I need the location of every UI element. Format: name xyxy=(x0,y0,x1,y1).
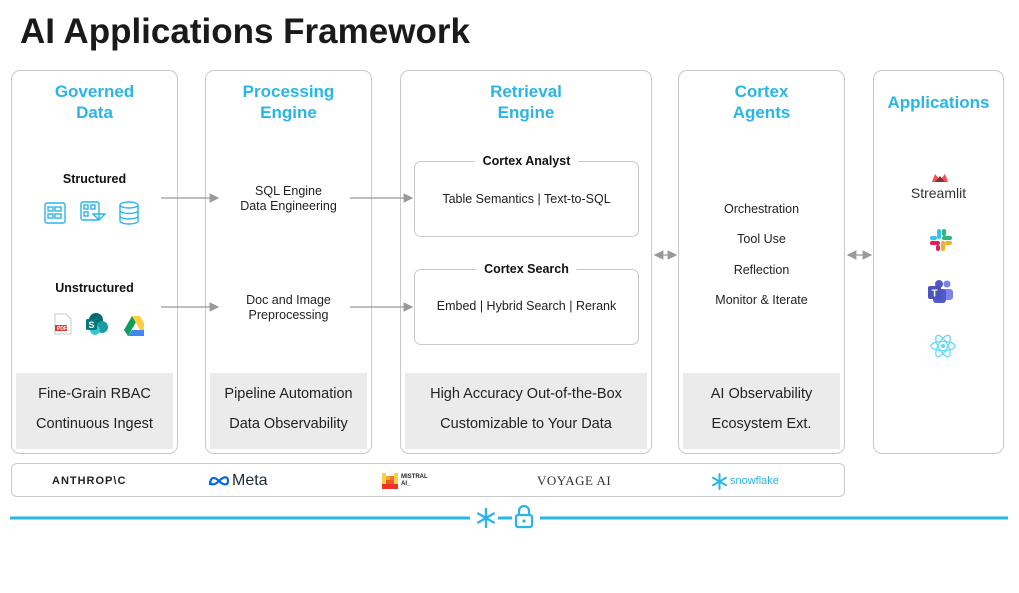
footer-customizable: Customizable to Your Data xyxy=(440,416,612,432)
streamlit-label: Streamlit xyxy=(910,185,967,201)
streamlit-icon xyxy=(930,171,950,189)
sql-engine-text: SQL Engine Data Engineering xyxy=(240,184,337,213)
svg-text:T: T xyxy=(932,289,938,300)
agent-item: Tool Use xyxy=(737,232,786,246)
teams-icon: T xyxy=(927,279,955,310)
agent-item: Reflection xyxy=(733,263,790,277)
slack-icon xyxy=(928,227,954,258)
footer-accuracy: High Accuracy Out-of-the-Box xyxy=(430,386,622,402)
pdf-icon: PDF xyxy=(54,313,72,335)
lock-icon xyxy=(514,504,534,529)
page-title: AI Applications Framework xyxy=(20,12,470,51)
cortex-agents-column: Cortex Agents Orchestration Tool Use Ref… xyxy=(678,70,845,454)
governed-data-footer: Fine-Grain RBAC Continuous Ingest xyxy=(16,373,173,449)
svg-text:S: S xyxy=(89,320,95,330)
meta-logo: Meta xyxy=(208,464,268,498)
cortex-agents-footer: AI Observability Ecosystem Ext. xyxy=(683,373,840,449)
governed-data-title: Governed Data xyxy=(54,82,135,122)
footer-rbac: Fine-Grain RBAC xyxy=(38,386,151,402)
snowflake-icon xyxy=(476,507,496,529)
retrieval-engine-title: Retrieval Engine xyxy=(490,82,562,122)
meta-icon xyxy=(208,476,230,486)
bottom-security-line xyxy=(10,504,1008,529)
footer-pipeline: Pipeline Automation xyxy=(224,386,353,402)
cortex-search-box: Cortex Search Embed | Hybrid Search | Re… xyxy=(414,262,639,345)
agent-item: Orchestration xyxy=(723,202,800,216)
cortex-analyst-title: Cortex Analyst xyxy=(474,154,579,168)
unstructured-label: Unstructured xyxy=(55,281,134,295)
table-icon xyxy=(44,202,66,224)
agent-item: Monitor & Iterate xyxy=(715,293,808,307)
cortex-analyst-box: Cortex Analyst Table Semantics | Text-to… xyxy=(414,154,639,237)
grid-transform-icon xyxy=(80,201,107,221)
snowflake-icon xyxy=(712,472,727,490)
snowflake-logo: snowflake xyxy=(711,464,779,498)
mistral-logo: MISTRAL AI_ xyxy=(382,464,433,498)
svg-text:PDF: PDF xyxy=(57,326,67,332)
footer-observability: Data Observability xyxy=(229,416,348,432)
footer-ecosystem: Ecosystem Ext. xyxy=(711,416,812,432)
partners-strip: ANTHROP\C Meta MISTRAL AI_ VOYAGE AI sno xyxy=(11,463,845,497)
unstructured-icons: PDF S xyxy=(52,312,148,336)
applications-column: Applications Streamlit T xyxy=(873,70,1004,454)
mistral-icon xyxy=(382,473,398,489)
voyage-logo: VOYAGE AI xyxy=(537,473,612,488)
cortex-analyst-text: Table Semantics | Text-to-SQL xyxy=(442,192,611,206)
processing-engine-footer: Pipeline Automation Data Observability xyxy=(210,373,367,449)
structured-label: Structured xyxy=(62,172,127,186)
processing-engine-column: Processing Engine SQL Engine Data Engine… xyxy=(205,70,372,454)
retrieval-engine-column: Retrieval Engine Cortex Analyst Table Se… xyxy=(400,70,652,454)
cortex-agents-title: Cortex Agents xyxy=(732,82,791,122)
footer-ingest: Continuous Ingest xyxy=(36,416,153,432)
applications-title: Applications xyxy=(887,93,990,112)
cortex-search-text: Embed | Hybrid Search | Rerank xyxy=(436,299,617,313)
processing-engine-title: Processing Engine xyxy=(242,82,335,122)
cortex-search-title: Cortex Search xyxy=(476,262,577,276)
structured-icons xyxy=(43,200,153,226)
governed-data-column: Governed Data Structured Unstruc xyxy=(11,70,178,454)
footer-ai-observability: AI Observability xyxy=(710,386,813,402)
google-drive-icon xyxy=(124,316,148,336)
anthropic-logo: ANTHROP\C xyxy=(52,475,127,487)
sharepoint-icon: S xyxy=(86,313,108,335)
doc-preprocessing-text: Doc and Image Preprocessing xyxy=(246,293,331,322)
database-icon xyxy=(119,201,139,225)
react-icon xyxy=(929,333,957,364)
retrieval-engine-footer: High Accuracy Out-of-the-Box Customizabl… xyxy=(405,373,647,449)
